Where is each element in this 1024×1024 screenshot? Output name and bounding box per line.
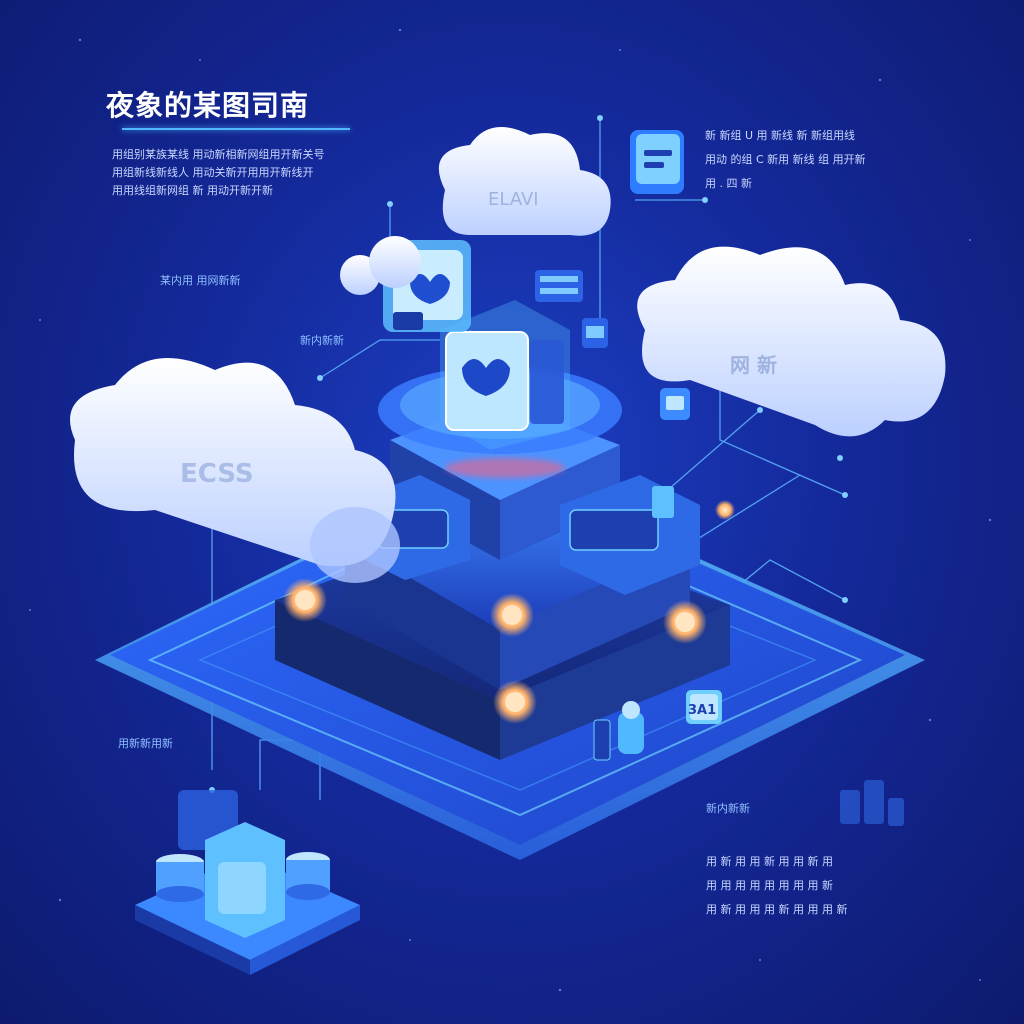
top-right-line: 用 . 四 新 <box>705 177 752 190</box>
bottom-left-label: 用新新用新 <box>118 737 173 750</box>
chip-icon <box>630 130 684 194</box>
background-chip-cluster <box>840 780 904 826</box>
bottom-right-small-label: 新内新新 <box>706 802 750 815</box>
left-label-middle: 新内新新 <box>300 334 344 347</box>
page-title: 夜象的某图司南 <box>106 89 310 122</box>
bottom-right-paragraph: 用 新 用 用 新 用 用 新 用 用 用 用 用 用 用 用 用 新 用 新 … <box>706 850 847 922</box>
top-right-line: 用动 的组 C 新用 新线 组 用开新 <box>705 153 866 166</box>
bottom-right-line: 用 新 用 用 新 用 用 新 用 <box>706 855 833 868</box>
bottom-right-line: 用 新 用 用 用 新 用 用 用 新 <box>706 903 848 916</box>
module-label: 3A1 <box>688 703 716 718</box>
top-right-line: 新 新组 U 用 新线 新 新组用线 <box>705 129 856 142</box>
intro-line: 用组新线新线人 用动关新开用用开新线开 <box>112 166 314 179</box>
intro-paragraph: 用组别某族某线 用动新相新网组用开新关号 用组新线新线人 用动关新开用用开新线开… <box>112 146 325 200</box>
tower-lights <box>283 500 735 724</box>
database-icon <box>135 790 360 975</box>
background-stars <box>29 28 992 992</box>
cloud-top-label: ELAVI <box>488 189 539 210</box>
cloud-left-label: ECSS <box>180 459 254 489</box>
top-right-paragraph: 新 新组 U 用 新线 新 新组用线 用动 的组 C 新用 新线 组 用开新 用… <box>705 124 866 196</box>
person-figure <box>593 701 644 761</box>
right-module <box>560 475 700 595</box>
device-badge <box>686 690 722 724</box>
title-underline <box>122 128 350 130</box>
bottom-right-line: 用 用 用 用 用 用 用 用 新 <box>706 879 833 892</box>
left-label-upper: 某内用 用网新新 <box>160 274 241 287</box>
top-display-cube <box>440 300 570 450</box>
intro-line: 用组别某族某线 用动新相新网组用开新关号 <box>112 148 325 161</box>
server-stack-icon <box>535 270 608 348</box>
cloud-right <box>637 246 946 437</box>
cloud-left <box>70 358 400 583</box>
connector-dots <box>209 115 848 793</box>
network-node-icon <box>660 388 690 420</box>
cloud-right-label: 网 新 <box>730 353 777 377</box>
intro-line: 用用线组新网组 新 用动开新开新 <box>112 184 273 197</box>
cloud-top <box>340 127 611 295</box>
